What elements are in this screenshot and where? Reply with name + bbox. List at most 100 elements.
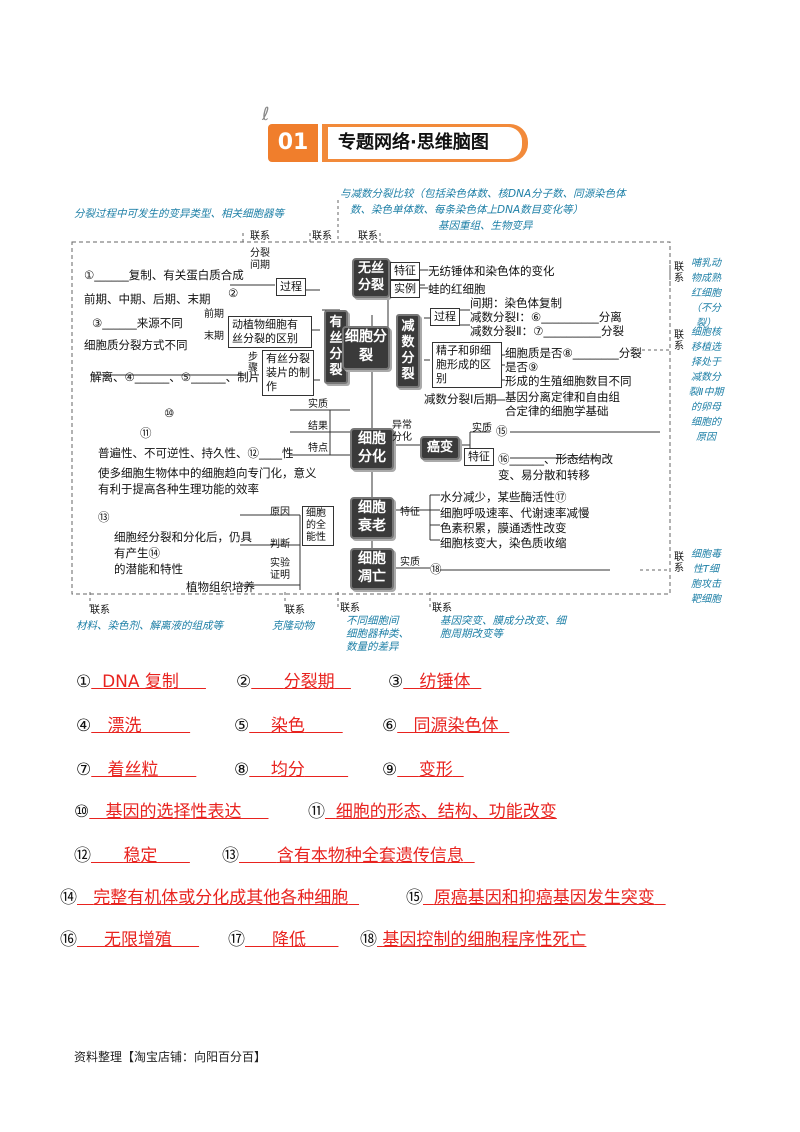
answer-item: ⑬ 含有本物种全套遗传信息 [222, 846, 464, 866]
answer-item: ⑭ 完整有机体或分化成其他各种细胞 [60, 888, 349, 908]
text-yiyi2: 有利于提高各种生理功能的效率 [98, 482, 259, 496]
node-wusi: 无丝分裂 [352, 258, 390, 298]
text-sl3: 色素积累，膜通透性改变 [440, 521, 567, 535]
text-l11: ⑪ [140, 426, 152, 440]
text-zuzhi: 植物组织培养 [186, 580, 255, 594]
label-jieguo: 结果 [308, 421, 328, 432]
node-xibao-fenlie: 细胞分裂 [342, 326, 390, 370]
answer-item: ⑥ 同源染色体 [382, 716, 499, 736]
label-guocheng: 过程 [276, 278, 306, 296]
node-shuailao: 细胞衰老 [350, 497, 394, 539]
text-wusi-feature: 无纺锤体和染色体的变化 [428, 264, 555, 278]
text-l18: ⑱ [430, 562, 442, 576]
text-js2: 减数分裂Ⅱ：⑦__________分裂 [470, 324, 624, 338]
answer-item: ⑯ 无限增殖 [60, 930, 173, 950]
answer-item: ⑤ 染色 [234, 716, 305, 736]
text-l15: ⑮ [496, 424, 508, 438]
label-sl-tezheng: 特征 [400, 507, 420, 518]
label-lianxi-b4: 联系 [432, 603, 452, 614]
label-jianshu-guocheng: 过程 [430, 308, 460, 326]
note-bottom-4a: 基因突变、膜成分改变、细 [440, 615, 566, 627]
text-l5: 解离、④______、⑤______、制片 [90, 370, 261, 384]
label-ai-shizhi: 实质 [472, 423, 492, 434]
text-sl2: 细胞呼吸速率、代谢速率减慢 [440, 506, 590, 520]
answer-item: ③ 纺锤体 [388, 672, 471, 692]
note-right-1: 哺乳动物成熟红细胞（不分裂） [691, 258, 721, 329]
footer-note: 资料整理【淘宝店铺：向阳百分百】 [74, 1050, 267, 1064]
section-banner: ℓ 01 专题网络·思维脑图 [262, 104, 532, 166]
box-zhuangpian: 有丝分裂装片的制作 [262, 350, 314, 396]
note-top-right-2: 数、染色单体数、每条染色体上DNA数目变化等） [350, 204, 584, 216]
text-yiyi1: 使多细胞生物体中的细胞趋向专门化，意义 [98, 466, 317, 480]
label-yuanyin: 原因 [270, 507, 290, 518]
label-buzhou: 步骤 [248, 352, 258, 374]
label-lianxi-b1: 联系 [90, 605, 110, 616]
box-jingluan: 精子和卵细胞形成的区别 [432, 342, 502, 388]
label-fenlie-qiqi: 分裂间期 [250, 248, 270, 271]
box-dongzhi: 动植物细胞有丝分裂的区别 [228, 316, 312, 348]
label-lianxi-1: 联系 [250, 231, 270, 242]
label-ai-tezheng: 特征 [464, 448, 494, 466]
answer-item: ⑰ 降低 [228, 930, 307, 950]
label-qianqi: 前期 [204, 309, 224, 320]
text-l13: ⑬ [98, 510, 110, 524]
text-pd3: 的潜能和特性 [114, 562, 183, 576]
text-sl1: 水分减少，某些酶活性⑰ [440, 490, 567, 504]
label-yichang: 异常分化 [392, 420, 412, 443]
label-moqi: 末期 [204, 331, 224, 342]
text-sl4: 细胞核变大，染色质收缩 [440, 536, 567, 550]
note-top-mid: 基因重组、生物变异 [438, 220, 533, 232]
text-l16b: 变、易分散和转移 [498, 468, 590, 482]
label-lianxi-r1: 联系 [674, 262, 684, 284]
text-l3: ③______来源不同 [92, 316, 183, 330]
label-lianxi-b2: 联系 [285, 605, 305, 616]
text-xbz: 细胞质是否⑧________分裂 [505, 346, 642, 360]
box-quannengxing: 细胞的全能性 [302, 506, 334, 546]
text-jichu1: 基因分离定律和自由组 [505, 390, 620, 404]
label-wusi-tezheng: 特征 [390, 262, 420, 280]
text-l2-marker: ② [228, 286, 239, 300]
text-jianqi: 间期：染色体复制 [470, 296, 562, 310]
text-jichu2: 合定律的细胞学基础 [505, 404, 609, 418]
label-shiyan: 实验证明 [270, 558, 290, 581]
note-bottom-3a: 不同细胞间 [346, 615, 399, 627]
answer-item: ⑱ 基因控制的细胞程序性死亡 [360, 930, 587, 950]
answer-item: ⑫ 稳定 [74, 846, 158, 866]
label-lianxi-r3: 联系 [674, 552, 684, 574]
section-number: 01 [268, 124, 318, 162]
text-l12: 普遍性、不可逆性、持久性、⑫____性 [98, 446, 294, 460]
note-top-left: 分裂过程中可发生的变异类型、相关细胞器等 [74, 208, 284, 220]
text-wusi-example: 蛙的红细胞 [428, 282, 486, 296]
mind-map: 无丝分裂 有丝分裂 细胞分裂 减数分裂 细胞分化 癌变 细胞衰老 细胞凋亡 与减… [0, 170, 800, 670]
note-bottom-3b: 细胞器种类、 [346, 628, 409, 640]
text-l16: ⑯______、形态结构改 [498, 452, 613, 466]
node-aibian: 癌变 [420, 436, 460, 460]
label-lianxi-r2: 联系 [674, 330, 684, 352]
label-tedian: 特点 [308, 443, 328, 454]
text-xingcheng: 形成的生殖细胞数目不同 [505, 374, 632, 388]
text-pd2: 有产生⑭ [114, 546, 160, 560]
answer-item: ⑪ 细胞的形态、结构、功能改变 [308, 802, 557, 822]
label-lianxi-3: 联系 [358, 231, 378, 242]
node-xibao-fenhua: 细胞分化 [350, 428, 394, 470]
answer-item: ② 分裂期 [236, 672, 335, 692]
answer-item: ⑧ 均分 [234, 760, 305, 780]
section-title: 专题网络·思维脑图 [328, 127, 522, 159]
text-l4: 细胞质分裂方式不同 [84, 338, 188, 352]
answer-item: ⑩ 基因的选择性表达 [74, 802, 242, 822]
note-bottom-2: 克隆动物 [272, 620, 314, 632]
text-js1: 减数分裂Ⅰ：⑥__________分离 [470, 310, 622, 324]
label-dw-shizhi: 实质 [400, 557, 420, 568]
text-l10: ⑩ [164, 406, 175, 420]
note-top-right-1: 与减数分裂比较（包括染色体数、核DNA分子数、同源染色体 [340, 188, 626, 200]
label-wusi-shili: 实例 [390, 280, 420, 298]
note-bottom-3c: 数量的差异 [346, 641, 399, 653]
label-lianxi-b3: 联系 [340, 603, 360, 614]
section-title-box: 专题网络·思维脑图 [322, 124, 528, 162]
answer-item: ⑦ 着丝粒 [76, 760, 159, 780]
node-diaowang: 细胞凋亡 [350, 548, 394, 590]
answer-item: ④ 漂洗 [76, 716, 142, 736]
text-l2: 前期、中期、后期、末期 [84, 292, 211, 306]
label-lianxi-2: 联系 [312, 231, 332, 242]
text-shifou: 是否⑨ [505, 360, 539, 374]
